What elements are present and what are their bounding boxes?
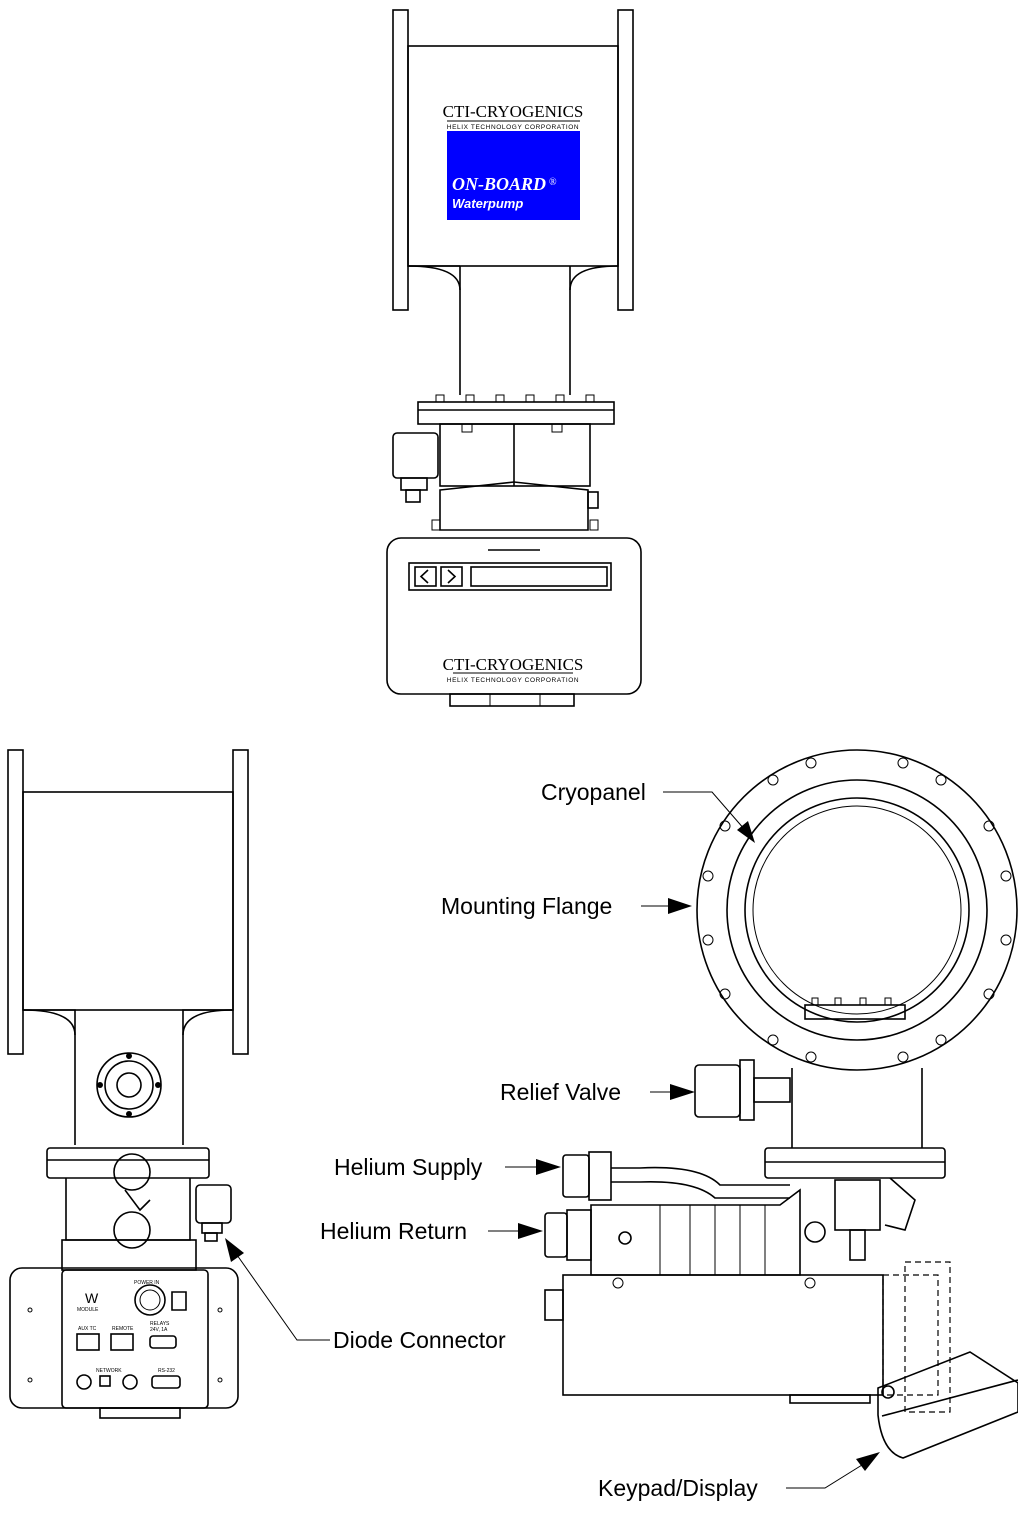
aux-tc-label: AUX TC	[78, 1326, 97, 1332]
w-letter: W	[85, 1290, 99, 1306]
product-line1: ON-BOARD	[452, 174, 546, 194]
side-right-flange	[232, 749, 249, 1055]
callout-diode-connector: Diode Connector	[333, 1327, 506, 1353]
side-module	[562, 1274, 884, 1396]
callouts: Cryopanel Mounting Flange Relief Valve H…	[225, 779, 880, 1501]
network-label: NETWORK	[96, 1368, 122, 1374]
mounting-flange	[696, 749, 1018, 1071]
callout-keypad-display: Keypad/Display	[598, 1475, 758, 1501]
rs232-label: RS-232	[158, 1368, 175, 1374]
right-flange	[617, 9, 634, 311]
module-brand-subtitle: HELIX TECHNOLOGY CORPORATION	[447, 677, 579, 684]
brand-subtitle: HELIX TECHNOLOGY CORPORATION	[447, 124, 579, 131]
relays-rating: 24V, 1A	[150, 1327, 168, 1333]
power-in-label: POWER IN	[134, 1280, 160, 1286]
remote-label: REMOTE	[112, 1326, 134, 1332]
keypad-display	[877, 1351, 1018, 1459]
display-window	[470, 566, 608, 587]
top-view	[544, 749, 1018, 1459]
module-brand-name: CTI-CRYOGENICS	[443, 655, 584, 674]
callout-helium-supply: Helium Supply	[334, 1154, 483, 1180]
product-label	[447, 131, 580, 220]
product-line2: Waterpump	[452, 196, 523, 211]
left-flange	[392, 9, 409, 311]
relays-label: RELAYS	[150, 1321, 170, 1327]
pump-body	[407, 45, 619, 267]
display-bezel	[408, 562, 612, 591]
right-arrow-key	[440, 566, 463, 587]
callout-helium-return: Helium Return	[320, 1218, 467, 1244]
front-view: CTI-CRYOGENICS HELIX TECHNOLOGY CORPORAT…	[386, 9, 642, 707]
side-view: W MODULE POWER IN AUX TC REMOTE RELAYS 2…	[7, 749, 249, 1419]
cryopanel	[744, 797, 970, 1023]
callout-mounting-flange: Mounting Flange	[441, 893, 612, 919]
brand-name: CTI-CRYOGENICS	[443, 102, 584, 121]
left-arrow-key	[414, 566, 437, 587]
registered-mark: ®	[549, 177, 557, 188]
side-left-flange	[7, 749, 24, 1055]
power-connector	[134, 1284, 166, 1316]
callout-cryopanel: Cryopanel	[541, 779, 646, 805]
callout-relief-valve: Relief Valve	[500, 1079, 621, 1105]
w-module-label: MODULE	[77, 1307, 99, 1313]
